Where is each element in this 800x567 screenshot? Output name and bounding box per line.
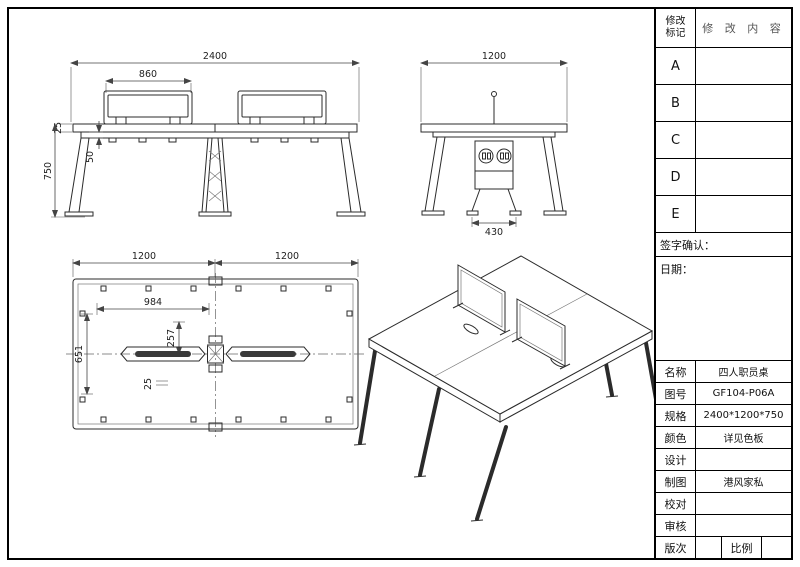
revision-row-c: C	[656, 122, 791, 159]
info-label: 规格	[656, 405, 696, 426]
revision-letter: D	[656, 159, 696, 195]
drawing-canvas: 2400 860	[43, 51, 654, 522]
info-label: 颜色	[656, 427, 696, 448]
power-outlet-icon	[496, 148, 512, 164]
front-screen-left	[103, 90, 193, 125]
front-view: 2400 860	[43, 51, 366, 218]
info-label: 审核	[656, 515, 696, 536]
plan-center-connector	[207, 335, 224, 373]
signature-row: 签字确认：	[656, 233, 791, 257]
info-row-proof: 校对	[656, 493, 791, 515]
revision-row-e: E	[656, 196, 791, 233]
power-outlet-icon	[478, 148, 494, 164]
plan-dim-right: 1200	[275, 251, 299, 262]
product-name-value: 四人职员桌	[718, 368, 769, 379]
front-dim-height: 750	[43, 162, 54, 180]
side-leg-left	[424, 136, 446, 212]
signature-label: 签字确认：	[660, 238, 715, 252]
front-dim-top-thickness: 25	[53, 122, 64, 134]
revision-header: 修改 标记 修 改 内 容	[656, 9, 791, 48]
drawing-area: 2400 860	[9, 9, 654, 558]
plan-cable-tray-left	[120, 346, 206, 362]
drawing-sheet: 2400 860	[7, 7, 793, 560]
side-divider-knob	[491, 91, 497, 97]
iso-leg	[358, 349, 377, 445]
side-desktop	[420, 123, 568, 133]
front-screen-right	[237, 90, 327, 125]
front-dim-beam: 50	[85, 151, 96, 163]
side-leg-right	[542, 136, 564, 212]
draft-value: 港风家私	[723, 478, 764, 489]
footer-row: 版次 比例	[656, 537, 791, 558]
revision-letter: A	[656, 48, 696, 84]
revision-content-cell	[696, 48, 791, 84]
review-value	[696, 515, 791, 536]
front-center-support	[198, 137, 232, 217]
revision-row-a: A	[656, 48, 791, 85]
side-dim-foot-span: 430	[485, 227, 503, 238]
iso-screen-left	[452, 264, 511, 336]
front-dim-total-width: 2400	[203, 51, 227, 62]
scale-label: 比例	[722, 537, 762, 558]
info-label: 图号	[656, 383, 696, 404]
plan-dim-inner: 984	[144, 297, 162, 308]
color-value: 详见色板	[723, 434, 764, 445]
iso-leg	[475, 425, 508, 521]
iso-grommet	[463, 323, 479, 335]
revision-row-d: D	[656, 159, 791, 196]
version-value	[696, 537, 722, 558]
front-leg-right	[340, 137, 362, 213]
info-label: 设计	[656, 449, 696, 470]
info-label: 名称	[656, 361, 696, 382]
iso-leg	[418, 387, 441, 477]
plan-dim-a: 257	[166, 329, 177, 347]
info-row-color: 颜色 详见色板	[656, 427, 791, 449]
side-cable-unit	[466, 140, 522, 216]
revision-content-cell	[696, 85, 791, 121]
revision-content-label: 修 改 内 容	[702, 22, 785, 35]
plan-dim-c: 25	[143, 378, 154, 390]
side-dim-depth: 1200	[482, 51, 506, 62]
design-value	[696, 449, 791, 470]
iso-screen-right	[511, 298, 571, 370]
version-label: 版次	[656, 537, 696, 558]
front-leg-left	[68, 137, 90, 213]
plan-dim-left: 1200	[132, 251, 156, 262]
info-row-drawing-no: 图号 GF104-P06A	[656, 383, 791, 405]
revision-row-b: B	[656, 85, 791, 122]
plan-view: 1200 1200 984 257	[66, 251, 365, 437]
front-dim-screen-width: 860	[139, 69, 157, 80]
revision-content-cell	[696, 122, 791, 158]
revision-content-cell	[696, 159, 791, 195]
iso-view	[353, 255, 654, 522]
side-view: 1200	[420, 51, 568, 238]
info-label: 制图	[656, 471, 696, 492]
plan-dim-b: 651	[74, 345, 85, 363]
revision-mark-label: 修改 标记	[656, 9, 696, 47]
plan-cable-tray-right	[225, 346, 311, 362]
plan-brackets	[79, 276, 353, 432]
info-row-design: 设计	[656, 449, 791, 471]
front-beam	[80, 131, 350, 139]
spec-value: 2400*1200*750	[703, 410, 784, 421]
info-label: 校对	[656, 493, 696, 514]
date-row: 日期：	[656, 257, 791, 361]
drawing-no-value: GF104-P06A	[712, 388, 775, 399]
proof-value	[696, 493, 791, 514]
info-row-review: 审核	[656, 515, 791, 537]
date-label: 日期：	[660, 263, 693, 276]
revision-letter: B	[656, 85, 696, 121]
iso-leg	[644, 341, 654, 400]
revision-letter: E	[656, 196, 696, 232]
info-row-name: 名称 四人职员桌	[656, 361, 791, 383]
title-block: 修改 标记 修 改 内 容 A B C D E 签字确认： 日期：	[654, 9, 791, 558]
scale-value	[762, 537, 791, 558]
info-row-spec: 规格 2400*1200*750	[656, 405, 791, 427]
info-row-draft: 制图 港风家私	[656, 471, 791, 493]
revision-content-cell	[696, 196, 791, 232]
revision-letter: C	[656, 122, 696, 158]
